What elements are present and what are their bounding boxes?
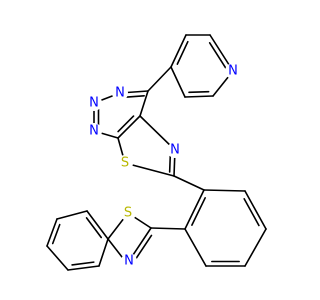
- bond: [191, 197, 206, 226]
- bond: [56, 210, 88, 220]
- bond: [46, 245, 69, 271]
- bond: [139, 115, 176, 151]
- bond: [71, 261, 95, 266]
- bond: [243, 198, 260, 227]
- bond: [208, 42, 227, 69]
- atom-n-pyridine: N: [225, 63, 241, 79]
- atom-s-thiadiazole: S: [117, 155, 133, 171]
- bond: [117, 115, 135, 133]
- atom-label: N: [170, 143, 180, 158]
- bond: [85, 217, 103, 239]
- bond: [135, 234, 153, 260]
- atom-label: N: [89, 96, 99, 111]
- bond: [244, 190, 267, 230]
- bond: [51, 223, 61, 245]
- atom-label: N: [124, 254, 134, 269]
- atom-label: N: [228, 64, 238, 79]
- atom-n-triazole-left-lower: N: [86, 123, 102, 139]
- bond: [188, 90, 210, 94]
- bond: [173, 175, 205, 191]
- bond: [139, 90, 149, 117]
- atom-label: N: [89, 124, 99, 139]
- bond: [168, 152, 172, 173]
- bond: [203, 189, 246, 192]
- bond: [170, 66, 186, 98]
- atom-n-benzothiazole: N: [121, 253, 137, 269]
- atom-label: S: [121, 156, 129, 171]
- bond: [147, 66, 172, 92]
- bond: [124, 162, 175, 177]
- atom-label: N: [115, 86, 125, 101]
- bond: [123, 94, 145, 98]
- bond: [184, 95, 214, 98]
- atom-n-triazole-top: N: [112, 85, 128, 101]
- atom-label: S: [124, 206, 132, 221]
- bond: [170, 34, 187, 68]
- bond: [107, 238, 123, 258]
- atom-n-thiadiazole: N: [167, 142, 183, 158]
- bond: [98, 238, 109, 267]
- bond: [184, 189, 205, 230]
- atom-layer: N N N N N S S N: [86, 63, 241, 269]
- bond: [67, 265, 100, 271]
- molecule-structure: N N N N N S S N: [46, 34, 267, 271]
- atom-s-benzothiazole: S: [120, 205, 136, 221]
- bond: [184, 228, 207, 267]
- atom-n-triazole-left-upper: N: [86, 95, 102, 111]
- bond: [46, 218, 58, 247]
- bond: [117, 115, 141, 139]
- bond: [86, 210, 109, 240]
- bond: [176, 40, 189, 65]
- bond: [150, 227, 186, 230]
- bond: [244, 228, 267, 267]
